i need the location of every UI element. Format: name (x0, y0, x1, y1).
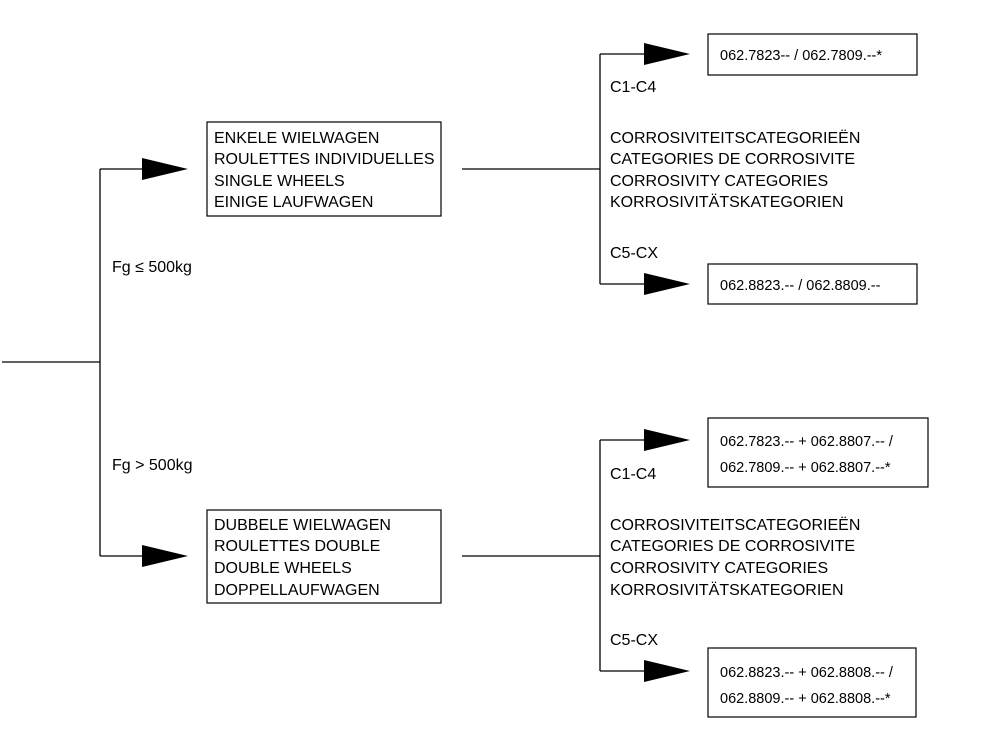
result-double-c5cx-line1: 062.8823.-- + 062.8808.-- / (720, 665, 894, 681)
single-wheels-label-fr: ROULETTES INDIVIDUELLES (214, 151, 435, 168)
condition-upper-label: Fg ≤ 500kg (112, 259, 192, 276)
upper-c1c4-label: C1-C4 (610, 79, 656, 96)
result-single-c5cx-line1: 062.8823.-- / 062.8809.-- (720, 278, 881, 294)
result-box-single-c5cx (707, 263, 918, 305)
result-single-c1c4-line1: 062.7823-- / 062.7809.--* (720, 48, 882, 64)
single-wheels-label-de: EINIGE LAUFWAGEN (214, 194, 373, 211)
upper-corrosivity-en: CORROSIVITY CATEGORIES (610, 173, 828, 190)
lower-corrosivity-en: CORROSIVITY CATEGORIES (610, 560, 828, 577)
double-wheels-label-de: DOPPELLAUFWAGEN (214, 582, 380, 599)
result-double-c1c4-line2: 062.7809.-- + 062.8807.--* (720, 460, 891, 476)
single-wheels-box (206, 121, 442, 217)
upper-corrosivity-de: KORROSIVITÄTSKATEGORIEN (610, 193, 844, 211)
upper-corrosivity-nl: CORROSIVITEITSCATEGORIEËN (610, 129, 860, 147)
lower-corrosivity-nl: CORROSIVITEITSCATEGORIEËN (610, 516, 860, 534)
upper-branch-arrow (142, 158, 188, 180)
double-wheels-label-nl: DUBBELE WIELWAGEN (214, 517, 391, 534)
single-wheels-label-nl: ENKELE WIELWAGEN (214, 130, 379, 147)
result-double-c5cx-line2: 062.8809.-- + 062.8808.--* (720, 691, 891, 707)
result-box-single-c1c4 (707, 33, 918, 76)
double-wheels-label-en: DOUBLE WHEELS (214, 560, 352, 577)
single-wheels-label-en: SINGLE WHEELS (214, 173, 345, 190)
result-box-double-c1c4 (707, 417, 929, 488)
lower-branch-arrow (142, 545, 188, 567)
double-wheels-box (206, 509, 442, 604)
upper-c1c4-arrow (644, 43, 690, 65)
upper-c5cx-label: C5-CX (610, 245, 658, 262)
result-double-c1c4-line1: 062.7823.-- + 062.8807.-- / (720, 434, 894, 450)
lower-c1c4-arrow (644, 429, 690, 451)
lower-corrosivity-de: KORROSIVITÄTSKATEGORIEN (610, 581, 844, 599)
condition-lower-label: Fg > 500kg (112, 457, 193, 474)
lower-c5cx-arrow (644, 660, 690, 682)
lower-c1c4-label: C1-C4 (610, 466, 656, 483)
lower-c5cx-label: C5-CX (610, 632, 658, 649)
result-box-double-c5cx (707, 647, 917, 718)
double-wheels-label-fr: ROULETTES DOUBLE (214, 538, 380, 555)
lower-corrosivity-fr: CATEGORIES DE CORROSIVITE (610, 538, 855, 555)
upper-c5cx-arrow (644, 273, 690, 295)
upper-corrosivity-fr: CATEGORIES DE CORROSIVITE (610, 151, 855, 168)
